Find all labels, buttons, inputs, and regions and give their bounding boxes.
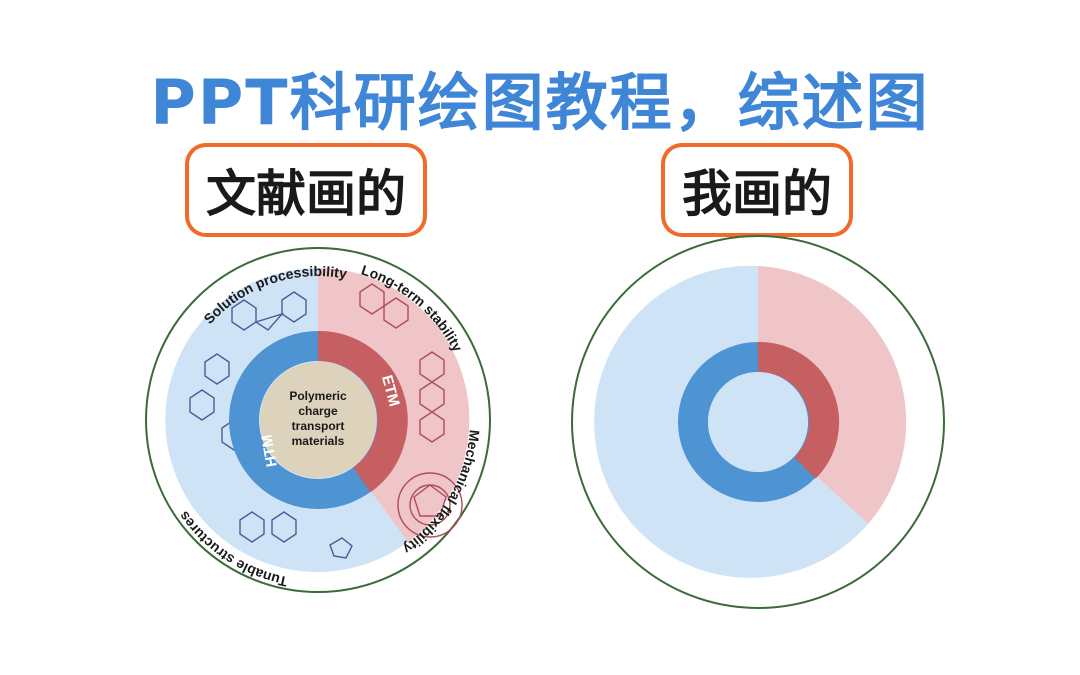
center-disk <box>260 362 376 478</box>
literature-label: 文献画的 <box>192 150 420 230</box>
center-disk-right <box>708 372 808 472</box>
red-inner-ring-right <box>757 341 840 479</box>
center-line-3: transport <box>292 419 345 433</box>
center-text: Polymeric charge transport materials <box>289 389 347 448</box>
etm-inner-ring <box>317 330 408 493</box>
literature-diagram: Polymeric charge transport materials ETM… <box>145 247 491 593</box>
my-diagram <box>571 235 945 609</box>
htm-label: HTM <box>258 433 280 468</box>
center-line-4: materials <box>292 434 345 448</box>
my-version-label: 我画的 <box>668 150 846 230</box>
page-title: PPT科研绘图教程，综述图 <box>150 66 930 139</box>
center-line-1: Polymeric <box>289 389 347 403</box>
etm-molecules <box>359 283 463 538</box>
center-line-2: charge <box>298 404 338 418</box>
